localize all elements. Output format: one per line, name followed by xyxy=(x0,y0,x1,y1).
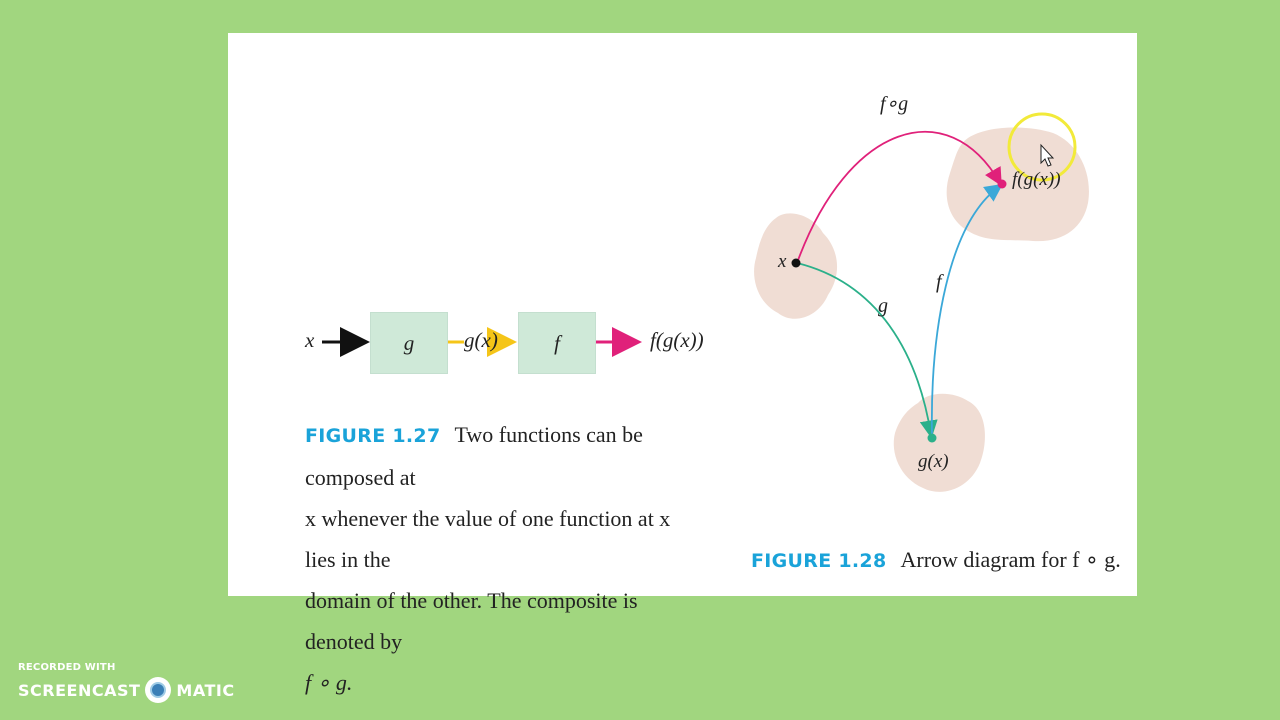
fog-arc-label: f∘g xyxy=(880,93,909,115)
gx-range-blob xyxy=(893,393,985,492)
figure-1-28-caption: FIGURE 1.28 Arrow diagram for f ∘ g. xyxy=(751,539,1131,582)
arrow-diagram xyxy=(754,112,1089,492)
caption-27-line3: domain of the other. The composite is de… xyxy=(305,588,638,654)
f-box-label: f xyxy=(554,330,560,355)
g-arrow xyxy=(796,262,938,439)
point-gx xyxy=(927,433,937,443)
point-fgx-label: f(g(x)) xyxy=(1012,169,1061,190)
figure-1-28-label: FIGURE 1.28 xyxy=(751,550,887,572)
f-function-box: f xyxy=(518,312,596,374)
point-fgx xyxy=(997,179,1007,189)
g-function-box: g xyxy=(370,312,448,374)
cursor-highlight xyxy=(1007,112,1077,182)
caption-28-text: Arrow diagram for f ∘ g. xyxy=(900,547,1121,572)
caption-27-line4: f ∘ g. xyxy=(305,670,353,695)
caption-27-text1: Two functions can be composed at xyxy=(305,422,643,490)
brand-row: SCREENCAST MATIC xyxy=(18,677,235,703)
recorded-with-label: RECORDED WITH xyxy=(18,662,116,673)
intermediate-gx-label: g(x) xyxy=(464,328,498,352)
input-x-label: x xyxy=(305,328,315,352)
brand-right-text: MATIC xyxy=(176,680,235,700)
mouse-pointer-icon xyxy=(1040,143,1055,167)
point-x xyxy=(791,258,801,268)
arrow-g-label: g xyxy=(878,295,888,317)
screencast-logo-icon xyxy=(145,677,172,703)
g-box-label: g xyxy=(403,330,415,355)
f-arrow xyxy=(930,183,1003,438)
output-fgx-label: f(g(x)) xyxy=(650,328,704,352)
figure-1-27-label: FIGURE 1.27 xyxy=(305,425,441,447)
slide-page: x g g(x) f f(g(x)) xyxy=(228,33,1137,695)
arrow-f-label: f xyxy=(936,271,942,293)
point-x-label: x xyxy=(778,251,787,272)
screencast-watermark: RECORDED WITH SCREENCAST MATIC xyxy=(18,662,235,703)
fog-arrow xyxy=(796,130,1002,264)
fgx-range-blob xyxy=(946,127,1089,242)
brand-left-text: SCREENCAST xyxy=(18,680,141,700)
caption-27-line2: x whenever the value of one function at … xyxy=(305,506,671,572)
point-gx-label: g(x) xyxy=(918,451,949,472)
